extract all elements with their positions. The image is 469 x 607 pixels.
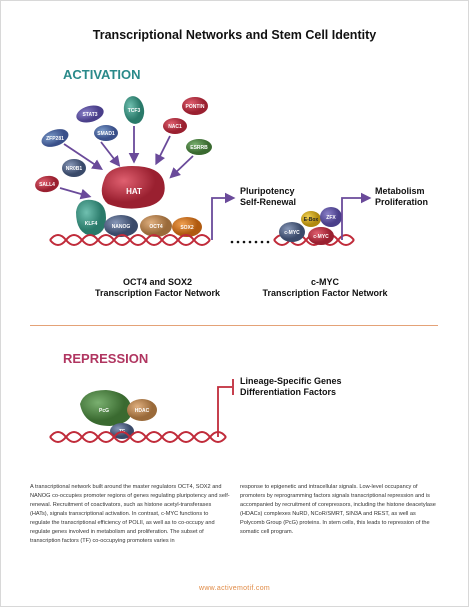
caption-cmyc-line2: Transcription Factor Network [262, 288, 388, 298]
factor-sox2: SOX2 [172, 217, 202, 237]
coactivator-pontin: PONTIN [182, 97, 208, 115]
coactivator-esrrb: ESRRB [186, 139, 212, 155]
caption-cmyc-line1: c-MYC [310, 277, 339, 287]
outcome-metabolism-line2: Proliferation [375, 197, 429, 207]
outcome-lineage-line1: Lineage-Specific Genes [240, 376, 342, 386]
coactivator-sall4: SALL4 [35, 175, 59, 193]
caption-oct4-sox2-line2: Transcription Factor Network [94, 288, 221, 298]
myc-ebox-label: E-Box [304, 217, 319, 223]
coactivator-stat3: STAT3 [76, 105, 104, 123]
activation-heading: ACTIVATION [63, 67, 141, 82]
coactivator-pontin-label: PONTIN [186, 104, 205, 110]
metabolism-arrow [341, 192, 372, 240]
dna-helix-left [49, 234, 211, 246]
hat-complex: HAT [101, 166, 165, 209]
arrow-esrrb [169, 155, 194, 179]
coactivator-tcf3: TCF3 [123, 96, 145, 124]
caption-oct4-sox2: OCT4 and SOX2 Transcription Factor Netwo… [55, 277, 260, 299]
coactivator-smad1-label: SMAD1 [97, 131, 115, 137]
outcome-metabolism-line1: Metabolism [375, 186, 425, 196]
factor-pcg: PcG [80, 390, 132, 426]
factor-hdac: HDAC [127, 399, 157, 421]
coactivator-nr0b1: NR0B1 [62, 159, 86, 177]
outcome-pluripotency: Pluripotency Self-Renewal [240, 186, 296, 208]
coactivator-esrrb-label: ESRRB [190, 145, 208, 151]
myc-cmyc-left-label: c-MYC [284, 230, 300, 236]
myc-cmyc-right-label: c-MYC [313, 234, 329, 240]
caption-oct4-sox2-line1: OCT4 and SOX2 [122, 277, 193, 287]
coactivator-stat3-label: STAT3 [82, 112, 97, 118]
arrow-sall4 [59, 187, 92, 200]
dna-helix-repression [49, 431, 227, 443]
repression-inhibition [217, 379, 234, 437]
outcome-lineage: Lineage-Specific Genes Differentiation F… [240, 376, 342, 398]
arrow-nac1 [155, 135, 171, 166]
coactivator-zfp281-label: ZFP281 [46, 136, 64, 142]
myc-zfx-label: ZFX [326, 215, 336, 221]
caption-cmyc: c-MYC Transcription Factor Network [245, 277, 405, 299]
outcome-pluripotency-line2: Self-Renewal [240, 197, 297, 207]
factor-oct4-label: OCT4 [149, 224, 163, 230]
myc-zfx: ZFX [320, 207, 342, 227]
myc-cmyc-left: c-MYC [279, 222, 305, 242]
page-title: Transcriptional Networks and Stem Cell I… [92, 28, 377, 42]
factor-hdac-label: HDAC [135, 408, 150, 414]
outcome-pluripotency-line1: Pluripotency [240, 186, 295, 196]
body-text-right: response to epigenetic and intracellular… [240, 484, 436, 535]
factor-sox2-label: SOX2 [180, 225, 194, 231]
coactivator-nac1: NAC1 [163, 118, 187, 134]
dna-dots [230, 240, 270, 244]
arrow-zfp281 [63, 143, 103, 170]
footer-url[interactable]: www.activemotif.com [198, 585, 271, 592]
factor-klf4-label: KLF4 [85, 221, 98, 227]
coactivator-nac1-label: NAC1 [168, 124, 182, 130]
myc-ebox: E-Box [301, 211, 321, 227]
outcome-metabolism: Metabolism Proliferation [375, 186, 428, 208]
arrow-smad1 [100, 141, 121, 167]
hat-label: HAT [126, 187, 142, 196]
coactivator-arrows [59, 126, 194, 200]
factor-oct4: OCT4 [140, 215, 172, 237]
coactivator-smad1: SMAD1 [94, 125, 118, 141]
body-text-left: A transcriptional network built around t… [30, 484, 230, 544]
factor-nanog-label: NANOG [112, 224, 131, 230]
coactivator-tcf3-label: TCF3 [128, 108, 141, 114]
factor-pcg-label: PcG [99, 408, 109, 414]
section-divider [30, 325, 438, 326]
outcome-lineage-line2: Differentiation Factors [240, 387, 337, 397]
factor-klf4: KLF4 [76, 199, 106, 236]
myc-cmyc-right: c-MYC [308, 227, 334, 245]
factor-nanog: NANOG [104, 215, 138, 237]
coactivator-sall4-label: SALL4 [39, 182, 55, 188]
coactivator-zfp281: ZFP281 [41, 129, 69, 147]
coactivator-nr0b1-label: NR0B1 [66, 166, 83, 172]
pluripotency-arrow [211, 192, 236, 240]
repression-heading: REPRESSION [63, 351, 149, 366]
